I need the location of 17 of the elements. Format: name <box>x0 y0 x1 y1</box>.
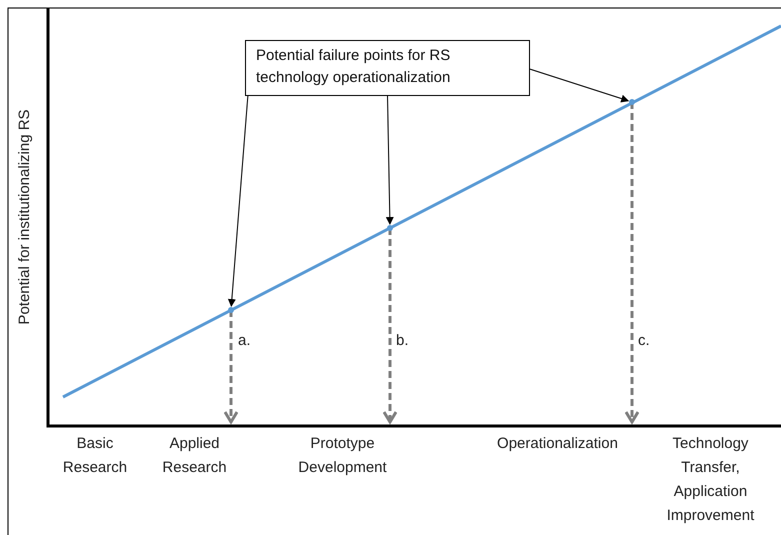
category-label: Operationalization <box>496 434 619 454</box>
leader-arrow <box>386 96 394 225</box>
category-label: Applied Research <box>161 434 228 478</box>
category-label: Technology Transfer, Application Improvement <box>666 434 756 526</box>
axis-title: Potential for institutionalizing RS <box>15 108 34 327</box>
point-label: b. <box>396 331 410 351</box>
category-label: Prototype Development <box>297 434 388 478</box>
line-point <box>228 307 234 313</box>
point-label: c. <box>638 331 651 351</box>
leader-arrow <box>228 96 248 307</box>
point-label: a. <box>238 331 252 351</box>
callout-box <box>245 40 530 96</box>
line-point <box>629 99 635 105</box>
line-point <box>387 225 393 231</box>
category-label: Basic Research <box>62 434 128 478</box>
callout-text: Potential failure points for RS technology operationalization <box>256 46 452 88</box>
leader-arrow <box>530 68 630 102</box>
